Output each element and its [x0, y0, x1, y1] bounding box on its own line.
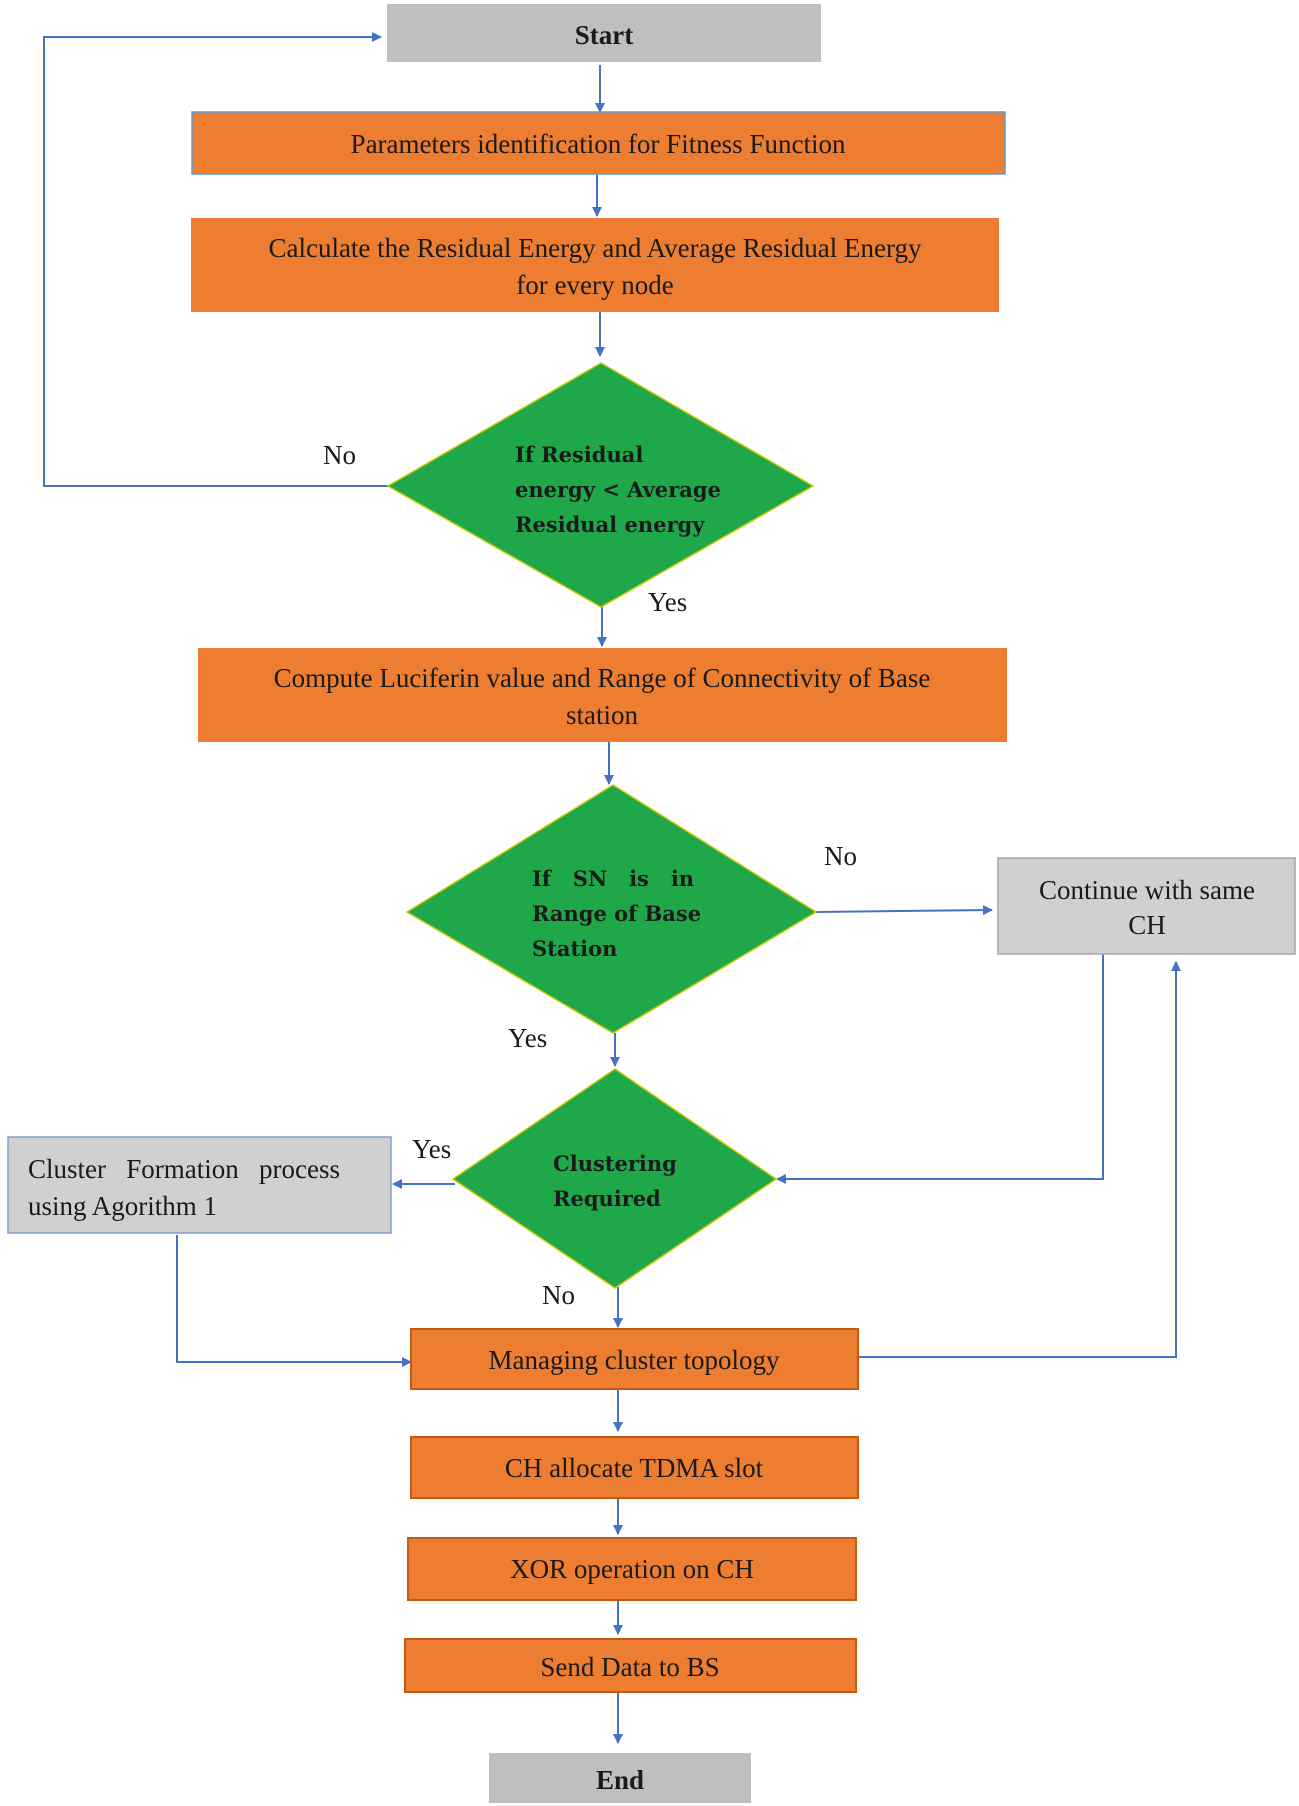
start-node: Start — [387, 4, 821, 62]
edge-label-no-2: No — [824, 841, 857, 871]
decision2-line3: Station — [532, 936, 617, 961]
connectors — [43, 32, 1181, 1744]
end-label: End — [596, 1765, 644, 1795]
xor-node: XOR operation on CH — [407, 1537, 857, 1601]
decision1-line3: Residual energy — [515, 512, 705, 537]
tdma-label: CH allocate TDMA slot — [505, 1453, 764, 1483]
arrow-decision2-no-to-continue — [815, 905, 993, 916]
send-label: Send Data to BS — [540, 1652, 719, 1682]
decision2-line2: Range of Base — [532, 901, 701, 926]
params-label: Parameters identification for Fitness Fu… — [351, 129, 846, 159]
edge-label-no-3: No — [542, 1280, 575, 1310]
decision3-line1: Clustering — [553, 1151, 677, 1176]
calc-label-line2: for every node — [516, 270, 673, 300]
decision3-line2: Required — [553, 1186, 661, 1211]
continue-node: Continue with same CH — [997, 857, 1296, 955]
calc-node: Calculate the Residual Energy and Averag… — [191, 218, 999, 312]
decision2-line1: If SN is in — [532, 866, 694, 891]
arrow-continue-to-decision3 — [776, 954, 1104, 1184]
arrow-cluster-to-managing — [176, 1235, 412, 1367]
decision-sn-in-range: If SN is in Range of Base Station — [405, 784, 818, 1034]
decision-clustering-required: Clustering Required — [451, 1068, 778, 1289]
edge-label-yes-2: Yes — [508, 1023, 547, 1053]
xor-label: XOR operation on CH — [510, 1554, 754, 1584]
end-node: End — [489, 1753, 751, 1803]
luciferin-node: Compute Luciferin value and Range of Con… — [198, 648, 1007, 742]
start-label: Start — [575, 20, 633, 50]
arrow-managing-to-continue — [859, 961, 1181, 1358]
cluster-formation-node: Cluster Formation process using Agorithm… — [7, 1136, 392, 1234]
continue-label-line2: CH — [1128, 910, 1166, 940]
managing-label: Managing cluster topology — [489, 1345, 780, 1375]
luciferin-label-line1: Compute Luciferin value and Range of Con… — [274, 663, 931, 693]
decision1-line1: If Residual — [515, 442, 643, 467]
decision-residual-energy: If Residual energy < Average Residual en… — [386, 362, 815, 608]
arrow-decision1-no-loop — [43, 32, 388, 487]
cluster-label-line2: using Agorithm 1 — [28, 1191, 217, 1221]
edge-label-no-1: No — [323, 440, 356, 470]
tdma-node: CH allocate TDMA slot — [410, 1436, 859, 1499]
managing-node: Managing cluster topology — [410, 1328, 859, 1390]
decision1-line2: energy < Average — [515, 477, 721, 502]
continue-label-line1: Continue with same — [1039, 875, 1255, 905]
luciferin-label-line2: station — [566, 700, 638, 730]
edge-label-yes-3: Yes — [412, 1134, 451, 1164]
edge-label-yes-1: Yes — [648, 587, 687, 617]
params-node: Parameters identification for Fitness Fu… — [191, 111, 1006, 175]
cluster-label-line1: Cluster Formation process — [28, 1154, 340, 1184]
send-node: Send Data to BS — [404, 1638, 857, 1693]
calc-label-line1: Calculate the Residual Energy and Averag… — [268, 233, 922, 263]
